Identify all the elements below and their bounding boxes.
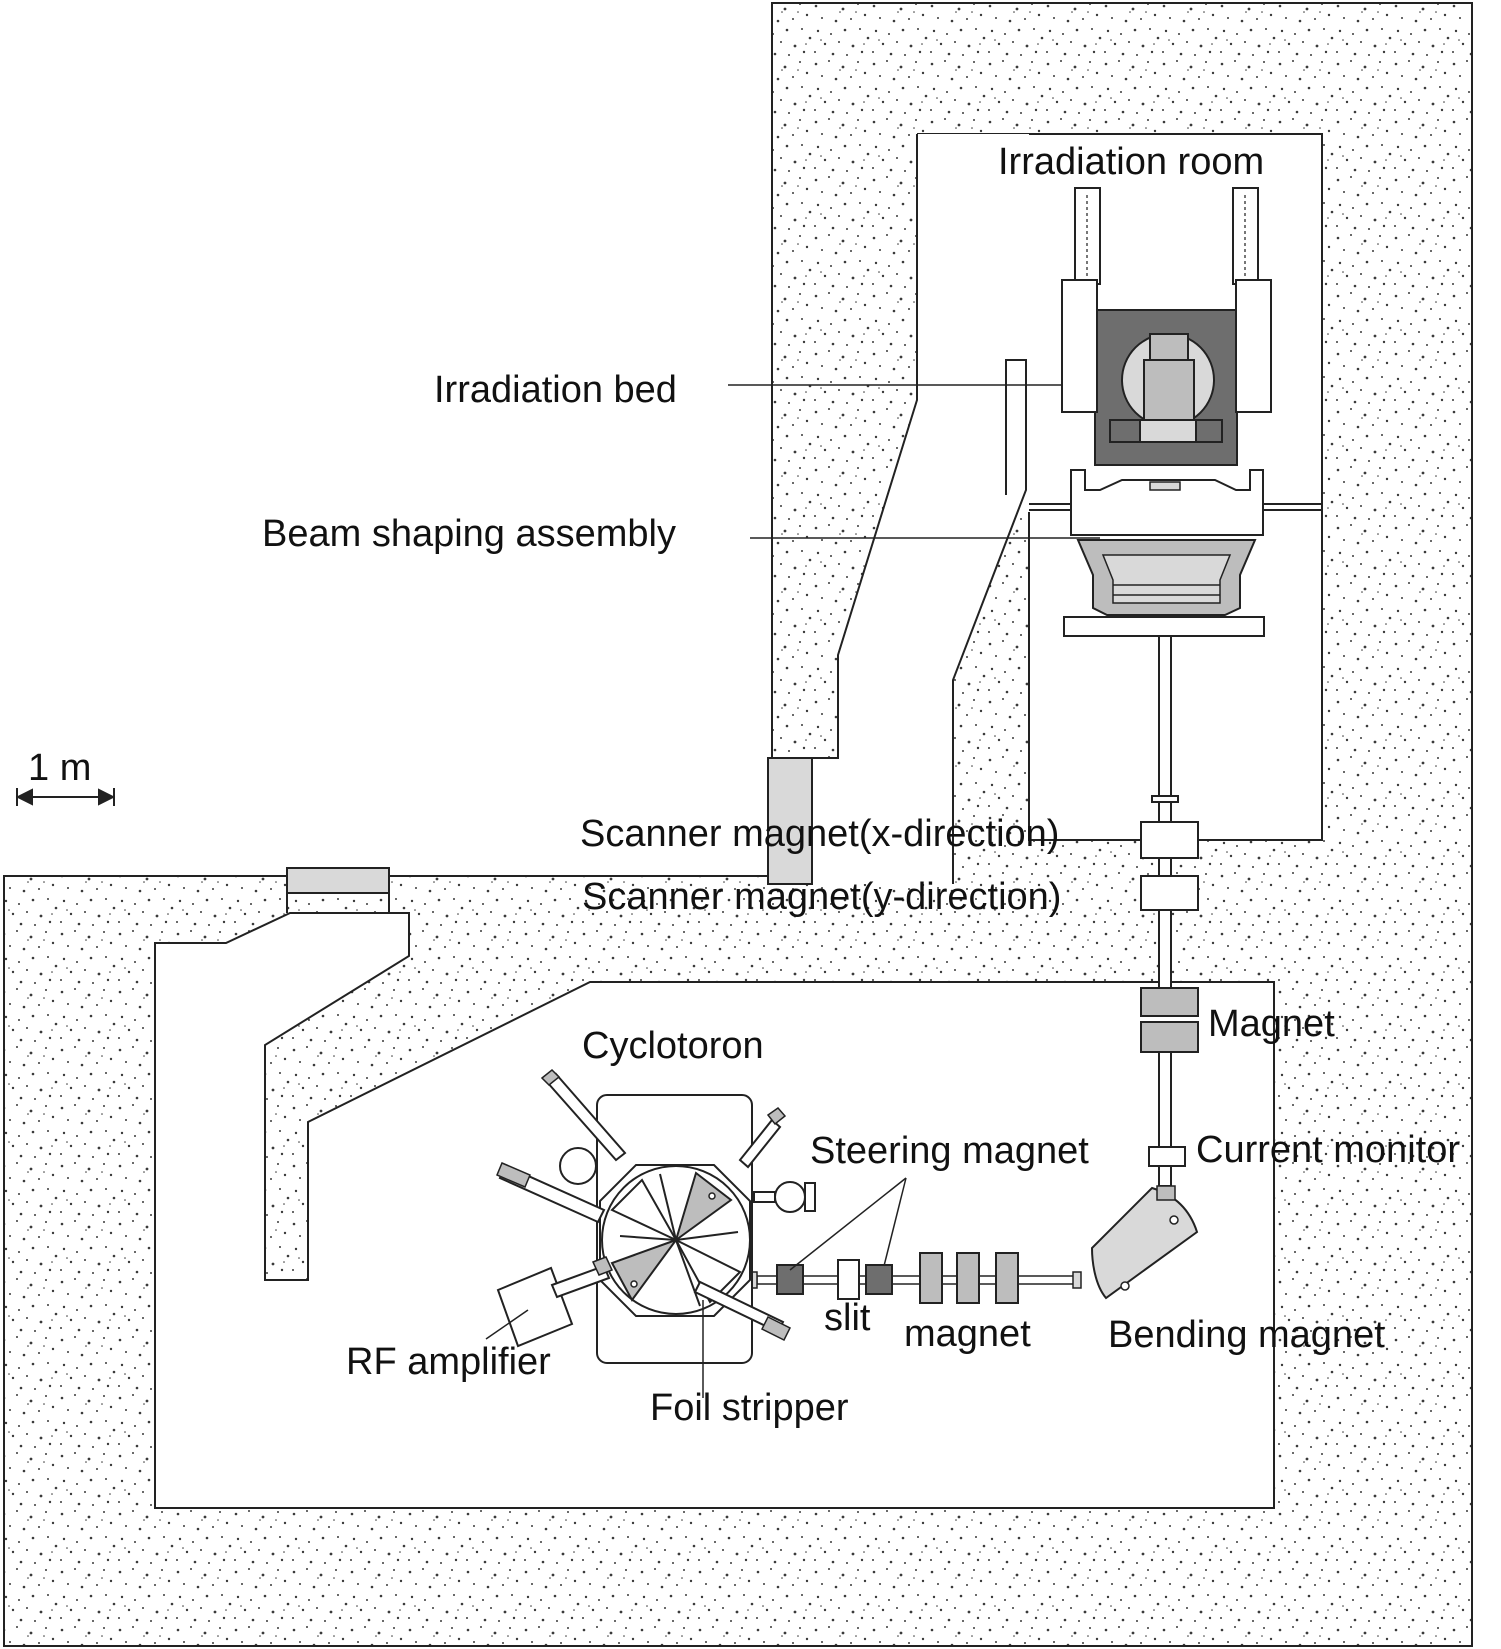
magnet-lower-1 — [919, 1252, 943, 1304]
label-bending-magnet: Bending magnet — [1108, 1314, 1385, 1356]
irradiation-bed — [1061, 187, 1272, 466]
label-beam-shaping-assembly: Beam shaping assembly — [262, 513, 676, 555]
magnet-lower-3 — [995, 1252, 1019, 1304]
vault-upper-wall — [286, 893, 390, 913]
steering-magnet-1 — [776, 1264, 804, 1295]
slit — [837, 1259, 860, 1300]
label-slit: slit — [824, 1297, 871, 1339]
maze-corridor — [770, 134, 1197, 884]
label-scanner-magnet-y: Scanner magnet(y-direction) — [582, 876, 1062, 918]
rf-amplifier — [496, 1256, 614, 1348]
scale-bar — [15, 788, 116, 806]
leader-lines — [485, 384, 1100, 1398]
label-rf-amplifier: RF amplifier — [346, 1341, 551, 1383]
label-scanner-magnet-x: Scanner magnet(x-direction) — [580, 813, 1060, 855]
magnet-upper-2 — [1140, 1021, 1199, 1053]
label-irradiation-room: Irradiation room — [998, 141, 1265, 183]
label-steering-magnet: Steering magnet — [810, 1130, 1089, 1172]
current-monitor — [1148, 1146, 1186, 1167]
beam-shaping-assembly — [1029, 469, 1322, 637]
label-current-monitor: Current monitor — [1196, 1129, 1460, 1171]
magnet-lower-2 — [956, 1252, 980, 1304]
label-cyclotron: Cyclotoron — [582, 1025, 764, 1067]
label-magnet-lower: magnet — [904, 1313, 1031, 1355]
steering-magnet-2 — [865, 1264, 893, 1295]
label-foil-stripper: Foil stripper — [650, 1387, 849, 1429]
shielding-door — [767, 757, 813, 885]
bending-magnet — [1090, 1185, 1199, 1300]
cyclotron-probes — [496, 1068, 816, 1342]
vault-hatch — [286, 867, 390, 894]
scanner-magnet-x — [1140, 821, 1199, 859]
label-irradiation-bed: Irradiation bed — [434, 369, 677, 411]
label-magnet-upper: Magnet — [1208, 1003, 1335, 1045]
maze-walls — [770, 134, 1027, 884]
magnet-upper-1 — [1140, 987, 1199, 1017]
scanner-magnet-y — [1140, 875, 1199, 911]
label-scale: 1 m — [28, 747, 92, 789]
vertical-beam-line — [1151, 635, 1179, 1187]
cyclotron — [596, 1094, 753, 1364]
